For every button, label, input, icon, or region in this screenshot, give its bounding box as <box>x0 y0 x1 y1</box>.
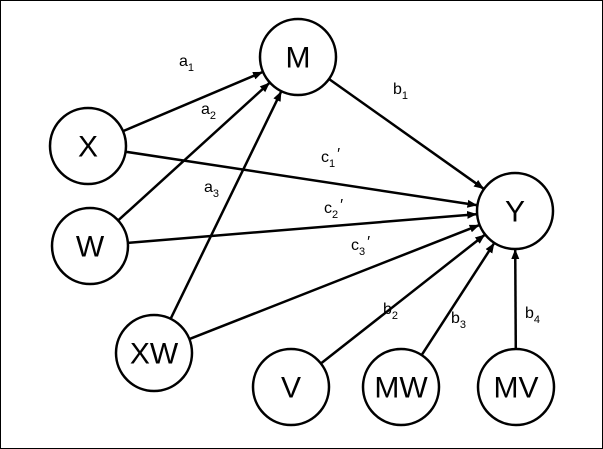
edge-m-to-y <box>328 77 485 190</box>
coefficient-letter: b <box>525 305 534 322</box>
node-mv: MV <box>476 347 556 427</box>
coefficient-letter: a <box>204 179 213 196</box>
arrow-line <box>420 242 495 356</box>
coefficient-letter: b <box>451 310 460 327</box>
node-mw: MW <box>361 347 441 427</box>
node-label: XW <box>130 338 179 371</box>
coefficient-letter: a <box>179 53 188 70</box>
coefficient-subscript: 1 <box>402 90 408 102</box>
node-m: M <box>258 17 338 97</box>
edge-x-to-y <box>125 150 478 208</box>
path-coefficient-label: c3′ <box>351 234 370 258</box>
arrow-line <box>328 77 485 190</box>
node-label: W <box>76 231 105 264</box>
node-label: M <box>286 42 311 75</box>
coefficient-prime: ′ <box>367 234 370 251</box>
node-label: MW <box>374 372 428 405</box>
arrow-line <box>511 248 520 350</box>
edge-mv-to-y <box>511 248 520 350</box>
node-y: Y <box>475 171 555 251</box>
node-x: X <box>48 106 128 186</box>
node-circle <box>114 313 194 393</box>
coefficient-letter: a <box>201 101 210 118</box>
path-coefficient-label: a3 <box>204 179 219 200</box>
coefficient-prime: ′ <box>340 197 343 214</box>
node-circle <box>258 17 338 97</box>
coefficient-subscript: 3 <box>213 188 219 200</box>
coefficient-letter: c <box>351 237 359 254</box>
path-coefficient-label: b4 <box>525 305 540 326</box>
edge-xw-to-m <box>169 91 283 320</box>
path-coefficient-label: b1 <box>393 81 408 102</box>
arrow-line <box>127 210 478 245</box>
node-label: MV <box>494 372 539 405</box>
coefficient-subscript: 2 <box>210 110 216 122</box>
node-xw: XW <box>114 313 194 393</box>
arrow-line <box>122 71 264 133</box>
node-v: V <box>251 347 331 427</box>
arrow-line <box>117 82 270 222</box>
node-circle <box>475 171 555 251</box>
arrow-line <box>169 91 283 320</box>
edge-xw-to-y <box>188 224 480 341</box>
coefficient-letter: c <box>321 149 329 166</box>
path-coefficient-label: c1′ <box>321 146 340 170</box>
coefficient-subscript: 3 <box>460 319 466 331</box>
path-coefficient-label: b2 <box>383 301 398 322</box>
node-label: X <box>78 131 98 164</box>
edge-w-to-m <box>117 82 270 222</box>
coefficient-subscript: 1 <box>329 158 335 170</box>
path-coefficient-label: a1 <box>179 53 194 74</box>
coefficient-subscript: 2 <box>392 310 398 322</box>
node-circle <box>476 347 556 427</box>
edge-w-to-y <box>127 210 478 245</box>
arrow-line <box>320 234 486 365</box>
coefficient-letter: c <box>324 200 332 217</box>
coefficient-subscript: 2 <box>332 209 338 221</box>
arrow-line <box>125 150 478 208</box>
node-circle <box>50 206 130 286</box>
path-coefficient-label: c2′ <box>324 197 343 221</box>
arrow-line <box>188 224 480 341</box>
coefficient-subscript: 1 <box>188 62 194 74</box>
edge-v-to-y <box>320 234 486 365</box>
path-coefficient-label: a2 <box>201 101 216 122</box>
node-label: V <box>281 372 301 405</box>
coefficient-subscript: 3 <box>359 246 365 258</box>
node-circle <box>361 347 441 427</box>
edge-x-to-m <box>122 71 264 133</box>
coefficient-prime: ′ <box>337 146 340 163</box>
node-circle <box>251 347 331 427</box>
node-circle <box>48 106 128 186</box>
path-coefficient-label: b3 <box>451 310 466 331</box>
coefficient-subscript: 4 <box>534 314 540 326</box>
node-label: Y <box>505 196 525 229</box>
coefficient-letter: b <box>383 301 392 318</box>
coefficient-letter: b <box>393 81 402 98</box>
edge-mw-to-y <box>420 242 495 356</box>
node-w: W <box>50 206 130 286</box>
